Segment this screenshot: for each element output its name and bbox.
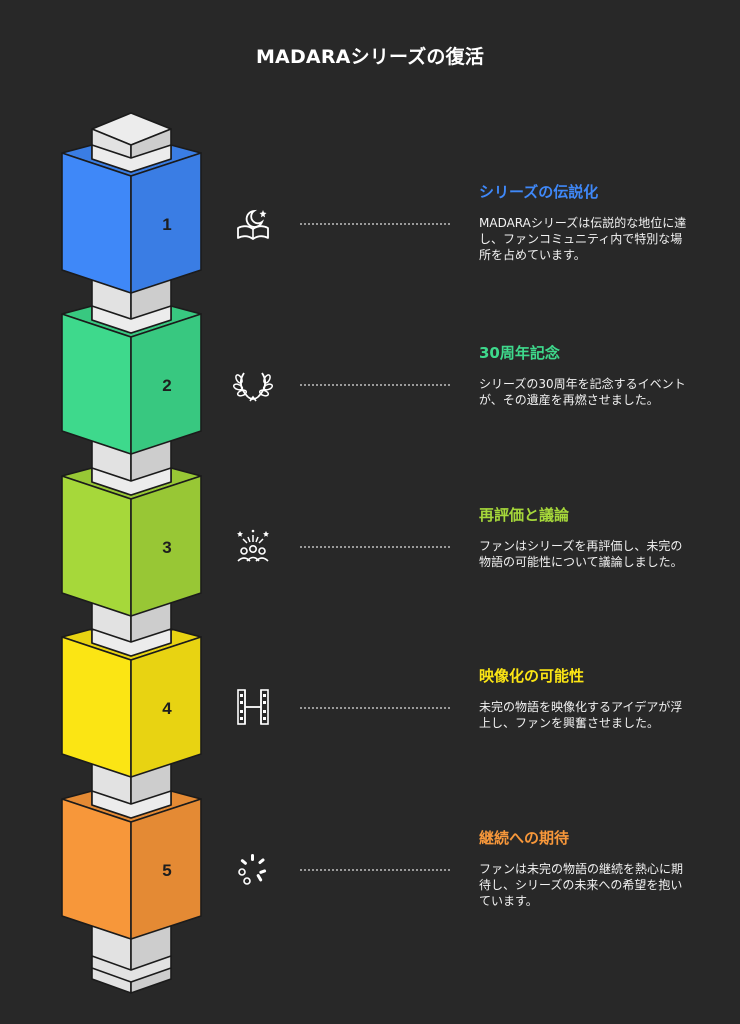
- stage-cube-right: [130, 313, 202, 455]
- stage-title: 継続への期待: [479, 829, 570, 847]
- stage-cube-right: [130, 475, 202, 617]
- stage-number: 4: [162, 699, 172, 718]
- stage-title: シリーズの伝説化: [479, 183, 599, 201]
- film-strip-icon: [230, 684, 276, 730]
- laurel-wreath-icon: [230, 361, 276, 407]
- stage-title: 再評価と議論: [479, 506, 570, 524]
- burst-icon: [230, 846, 276, 892]
- stage-cube-4: 4: [61, 628, 202, 778]
- stage-cube-right: [130, 636, 202, 778]
- stage-description: ファンはシリーズを再評価し、未完の物語の可能性について議論しました。: [479, 539, 683, 569]
- connector-dots: [300, 707, 450, 709]
- stage-cube-left: [61, 636, 132, 778]
- people-fireworks-icon: [230, 523, 276, 569]
- connector-dots: [300, 223, 450, 225]
- stage-cube-opening: [91, 305, 172, 334]
- stage-description: シリーズの30周年を記念するイベントが、その遺産を再燃させました。: [479, 377, 686, 407]
- stage-cube-opening: [91, 628, 172, 657]
- stage-cube-opening: [91, 144, 172, 173]
- stage-cube-1: 1: [61, 144, 202, 294]
- stage-description: MADARAシリーズは伝説的な地位に達し、ファンコミュニティ内で特別な場所を占め…: [479, 216, 687, 262]
- connector-dots: [300, 384, 450, 386]
- stage-cube-opening: [91, 467, 172, 496]
- stage-number: 5: [162, 861, 171, 880]
- connector-dots: [300, 546, 450, 548]
- stage-cube-3: 3: [61, 467, 202, 617]
- stage-number: 1: [162, 215, 171, 234]
- stage-number: 2: [162, 376, 171, 395]
- stage-cube-opening: [91, 790, 172, 819]
- stage-cube-left: [61, 798, 132, 940]
- stage-cube-5: 5: [61, 790, 202, 940]
- page-title: MADARAシリーズの復活: [255, 46, 485, 68]
- stage-description: ファンは未完の物語の継続を熱心に期待し、シリーズの未来への希望を抱いています。: [479, 862, 684, 908]
- stage-cube-right: [130, 798, 202, 940]
- stage-cube-left: [61, 475, 132, 617]
- moon-book-icon: [230, 200, 276, 246]
- stage-title: 30周年記念: [479, 344, 560, 362]
- stage-cube-2: 2: [61, 305, 202, 455]
- stage-number: 3: [162, 538, 171, 557]
- stage-cube-left: [61, 313, 132, 455]
- stage-cube-left: [61, 152, 132, 294]
- stage-description: 未完の物語を映像化するアイデアが浮上し、ファンを興奮させました。: [479, 700, 683, 730]
- connector-dots: [300, 869, 450, 871]
- stage-title: 映像化の可能性: [479, 667, 585, 685]
- pillar-base: [91, 955, 172, 983]
- stage-cube-right: [130, 152, 202, 294]
